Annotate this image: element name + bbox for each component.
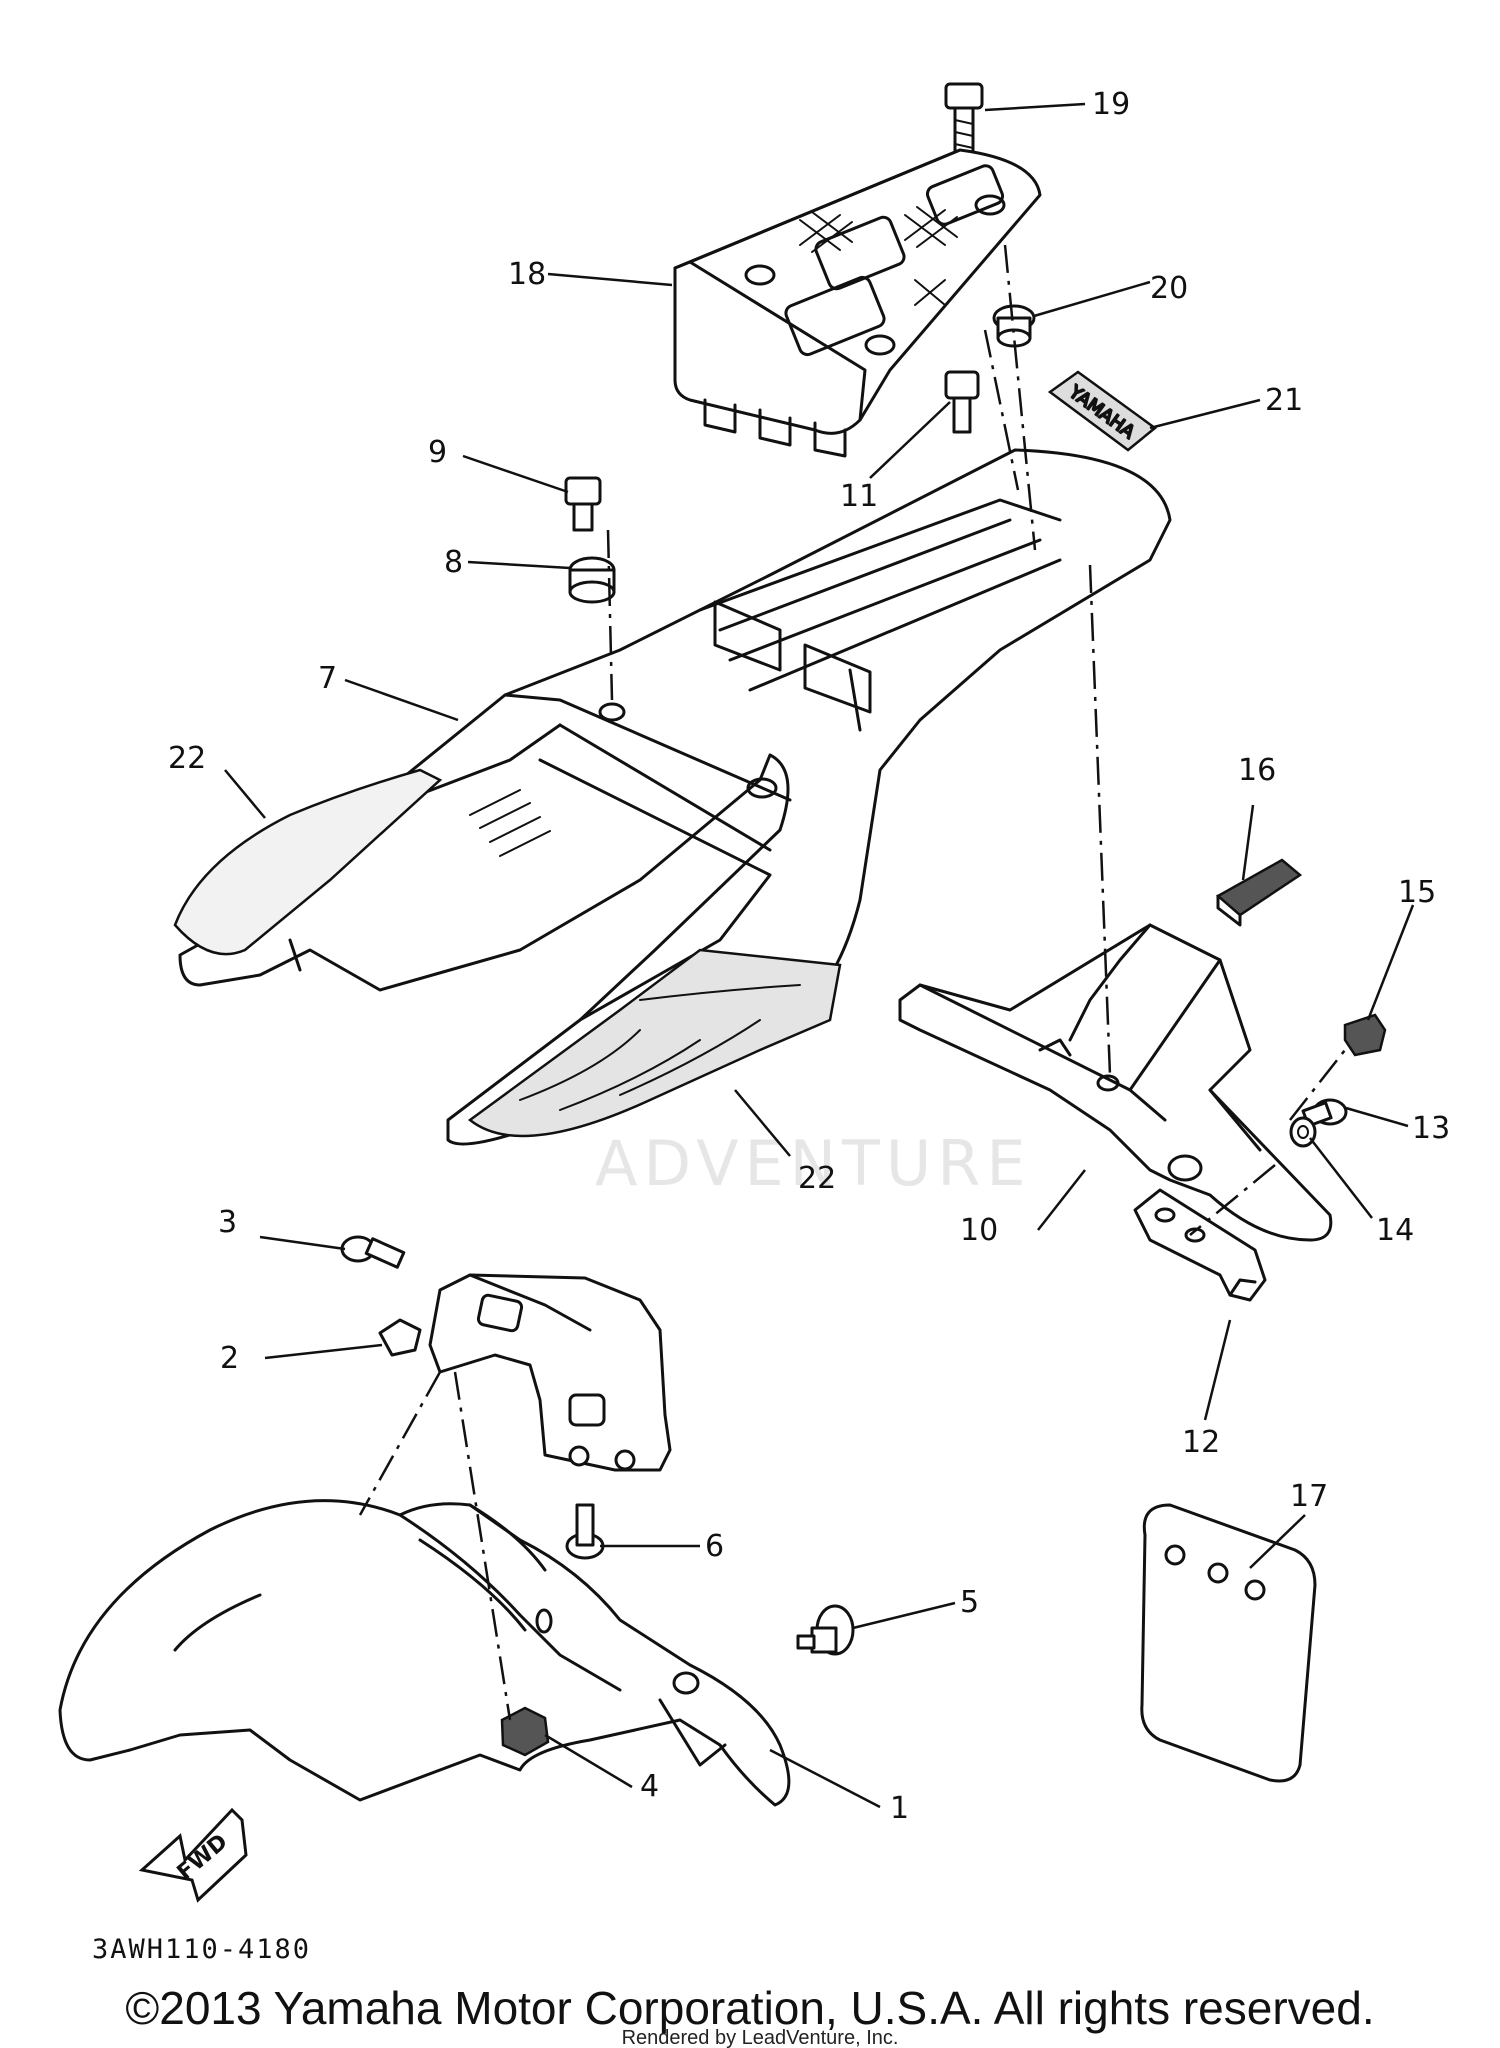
callout-22-left[interactable]: 22	[168, 741, 206, 776]
part-7-rear-fender[interactable]	[178, 448, 1172, 1146]
part-9-bolt[interactable]	[564, 476, 602, 532]
callout-2[interactable]: 2	[220, 1341, 239, 1376]
callout-22-right[interactable]: 22	[798, 1161, 836, 1196]
callout-5[interactable]: 5	[960, 1585, 979, 1620]
part-17-plate[interactable]	[1140, 1503, 1317, 1783]
callout-16[interactable]: 16	[1238, 753, 1276, 788]
part-12-bracket[interactable]	[1133, 1188, 1267, 1302]
part-4-nut[interactable]	[500, 1706, 550, 1757]
part-22-graphic-left[interactable]	[173, 768, 443, 956]
part-22-graphic-right[interactable]	[467, 948, 842, 1138]
alignment-lines	[358, 244, 1346, 1721]
render-note: Rendered by LeadVenture, Inc.	[622, 2027, 899, 2048]
callout-14[interactable]: 14	[1376, 1213, 1414, 1248]
part-14-washer[interactable]	[1289, 1116, 1317, 1148]
part-20-grommet[interactable]	[992, 304, 1036, 348]
part-6-bolt[interactable]	[565, 1503, 605, 1560]
callout-8[interactable]: 8	[444, 545, 463, 580]
fwd-arrow-badge: FWD	[138, 1807, 248, 1903]
callout-3[interactable]: 3	[218, 1205, 237, 1240]
callout-11[interactable]: 11	[840, 479, 878, 514]
callout-21[interactable]: 21	[1265, 383, 1303, 418]
callout-6[interactable]: 6	[705, 1529, 724, 1564]
part-10-rear-flap[interactable]	[898, 923, 1333, 1242]
callout-leaders	[224, 102, 1415, 1809]
callout-numbers: 19 18 20 21 11 9 8 7 22 22 16 15 13 14 1…	[168, 87, 1450, 1826]
part-5-fastener[interactable]	[796, 1604, 855, 1656]
callout-4[interactable]: 4	[640, 1769, 659, 1804]
callout-15[interactable]: 15	[1398, 875, 1436, 910]
part-2-front-bracket[interactable]	[378, 1273, 672, 1472]
callout-10[interactable]: 10	[960, 1213, 998, 1248]
watermark: ADVENTURE	[595, 1127, 1032, 1200]
copyright-notice: ©2013 Yamaha Motor Corporation, U.S.A. A…	[125, 1982, 1374, 2034]
part-16-reflector[interactable]	[1215, 858, 1303, 927]
part-18-carrier[interactable]	[673, 148, 1042, 458]
part-3-screw[interactable]	[340, 1235, 406, 1269]
part-21-decal[interactable]: YAMAHA	[1047, 370, 1158, 452]
callout-9[interactable]: 9	[428, 435, 447, 470]
part-1-front-fender[interactable]	[58, 1499, 791, 1807]
part-15-nut[interactable]	[1343, 1013, 1387, 1057]
callout-20[interactable]: 20	[1150, 271, 1188, 306]
part-11-bolt[interactable]	[944, 370, 980, 434]
callout-7[interactable]: 7	[318, 661, 337, 696]
callout-19[interactable]: 19	[1092, 87, 1130, 122]
part-8-grommet[interactable]	[568, 556, 616, 604]
callout-1[interactable]: 1	[890, 1791, 909, 1826]
part-19-bolt[interactable]	[944, 82, 984, 160]
diagram-reference-code: 3AWH110-4180	[92, 1934, 311, 1965]
callout-12[interactable]: 12	[1182, 1425, 1220, 1460]
callout-18[interactable]: 18	[508, 257, 546, 292]
callout-13[interactable]: 13	[1412, 1111, 1450, 1146]
callout-17[interactable]: 17	[1290, 1479, 1328, 1514]
